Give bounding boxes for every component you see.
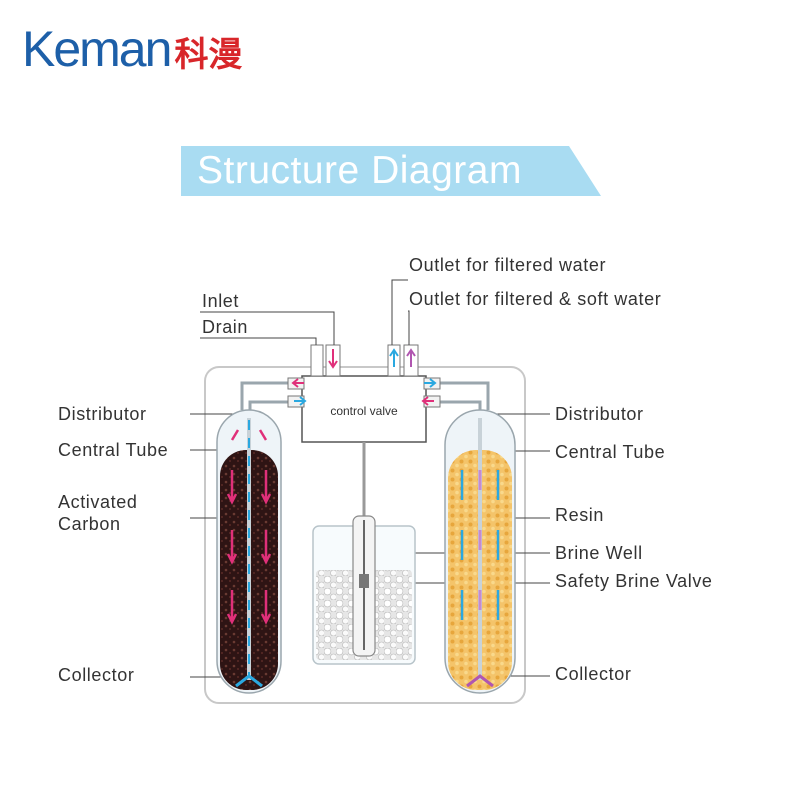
safety-brine-valve — [359, 574, 369, 588]
keman-logo: Keman 科漫 — [22, 24, 242, 74]
drain-port — [310, 344, 324, 377]
label-outlet-filtered: Outlet for filtered water — [409, 255, 607, 275]
label-right-collector: Collector — [555, 664, 632, 684]
carbon-flow-arrows — [226, 429, 272, 625]
label-drain: Drain — [202, 317, 249, 337]
diagram-title: Structure Diagram — [197, 149, 522, 192]
control-valve-body — [301, 375, 427, 443]
label-right-distributor: Distributor — [555, 404, 644, 424]
label-left-collector: Collector — [58, 665, 135, 685]
label-brine-well: Brine Well — [555, 543, 643, 563]
label-right-central-tube: Central Tube — [555, 442, 666, 462]
resin-flow-arrows — [460, 470, 500, 620]
resin-collector — [466, 674, 494, 688]
label-safety-brine-valve: Safety Brine Valve — [555, 571, 713, 591]
label-inlet: Inlet — [202, 291, 240, 311]
control-valve-label: control valve — [330, 404, 398, 418]
label-left-distributor: Distributor — [58, 404, 147, 424]
label-activated-carbon: Activated Carbon — [58, 492, 138, 534]
logo-text-cn: 科漫 — [174, 35, 243, 75]
label-outlet-soft: Outlet for filtered & soft water — [409, 289, 662, 309]
label-resin: Resin — [555, 505, 605, 525]
connecting-pipes — [240, 381, 490, 410]
title-banner — [181, 146, 601, 196]
label-left-central-tube: Central Tube — [58, 440, 169, 460]
logo-text-en: Keman — [22, 21, 172, 77]
carbon-collector — [235, 674, 263, 688]
